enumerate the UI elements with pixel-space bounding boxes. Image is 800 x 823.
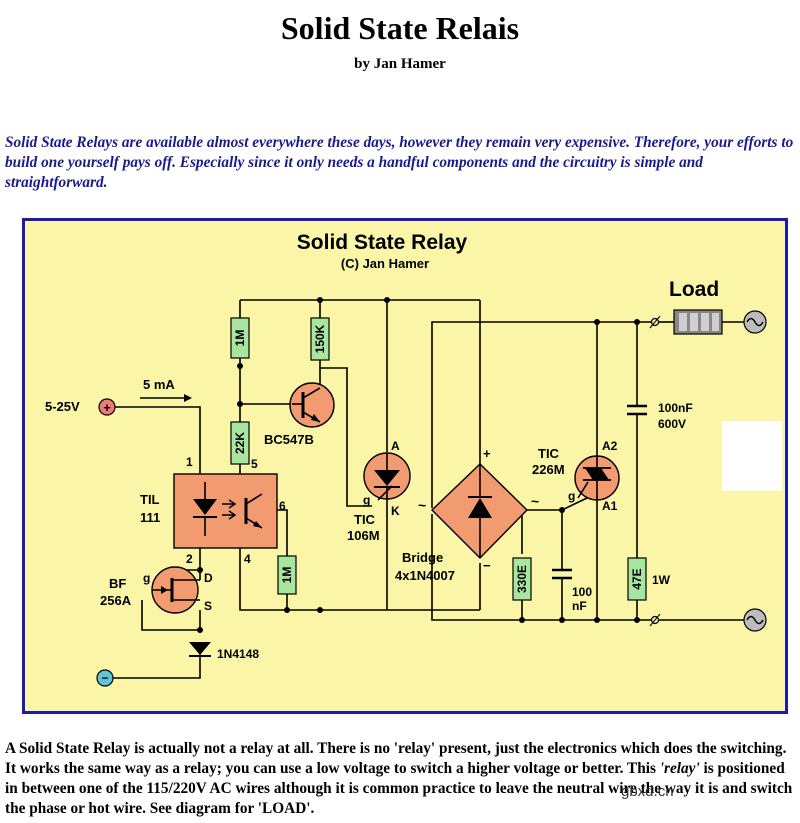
fet-number: 256A [100,593,132,608]
triac-tic226m [574,455,620,501]
circuit-diagram: Solid State Relay (C) Jan Hamer [22,218,788,714]
svg-text:+: + [103,400,111,415]
body-text-part-2: is positioned in between one of the 115/… [5,760,793,817]
diagram-title: Solid State Relay [297,231,468,254]
thyristor-name: TIC [354,512,376,527]
resistor-1m-top: 1M [230,317,250,359]
resistor-22k: 22K [230,421,250,465]
opto-name: TIL [140,492,160,507]
optocoupler-til111 [173,473,278,549]
current-arrow [140,394,192,402]
triac-number: 226M [532,462,565,477]
diode-1n4148 [189,642,211,657]
capacitor-100nf-small [552,568,572,580]
author-byline: by Jan Hamer [354,56,446,72]
body-paragraph: A Solid State Relay is actually not a re… [5,739,797,819]
diode-label: 1N4148 [217,647,259,661]
opto-number: 111 [140,510,160,525]
fet-drain: D [204,571,213,585]
triac-a2: A2 [602,439,618,453]
resistor-330e: 330E [512,557,532,601]
triac-gate: g [568,489,575,503]
thyristor-gate: g [363,493,370,507]
triac-name: TIC [538,446,560,461]
opto-pin-4: 4 [244,552,251,566]
bridge-ac-left: ~ [418,497,426,513]
thyristor-tic106m [363,452,411,501]
thyristor-number: 106M [347,528,380,543]
bridge-plus: + [483,446,491,461]
white-patch [722,421,782,491]
supply-voltage-label: 5-25V [45,399,80,414]
svg-text:22K: 22K [233,432,247,454]
opto-pin-2: 2 [186,552,193,566]
watermark: gbxd.cn [621,783,674,800]
cap-small-unit: nF [572,599,587,613]
bridge-name: Bridge [402,550,443,565]
bridge-type: 4x1N4007 [395,568,455,583]
wires [105,299,744,679]
load-element [673,309,723,335]
transistor-label: BC547B [264,432,314,447]
bridge-ac-right: ~ [531,493,539,509]
positive-terminal: + [98,398,116,416]
svg-text:150K: 150K [313,324,327,353]
svg-text:1M: 1M [233,330,247,347]
resistor-150k: 150K [310,317,330,361]
ac-source-bottom [743,608,767,632]
bridge-rectifier [430,463,528,559]
svg-text:47E: 47E [630,568,644,589]
negative-terminal: − [96,669,114,687]
fet-name: BF [109,576,126,591]
svg-text:1M: 1M [280,567,294,584]
capacitor-100nf-600v [627,404,647,416]
body-text-emphasis: 'relay' [659,760,700,777]
body-text-part-1: A Solid State Relay is actually not a re… [5,740,787,777]
fet-source: S [204,599,212,613]
svg-text:330E: 330E [515,565,529,593]
transistor-bc547b [289,382,335,428]
resistor-power: 1W [652,573,671,587]
output-terminal-top [649,315,661,329]
bridge-minus: − [483,558,491,573]
intro-paragraph: Solid State Relays are available almost … [5,134,794,191]
ac-source-top [743,310,767,334]
triac-a1: A1 [602,499,618,513]
load-label: Load [669,278,719,301]
opto-pin-6: 6 [279,499,286,513]
cap-small-value: 100 [572,585,592,599]
fet-bf256a [151,566,200,614]
opto-pin-1: 1 [186,455,193,469]
fet-gate: g [143,571,150,585]
page-title: Solid State Relais [280,10,520,46]
current-label: 5 mA [143,377,175,392]
cap-large-voltage: 600V [658,417,686,431]
thyristor-anode: A [391,439,400,453]
cap-large-value: 100nF [658,401,693,415]
output-terminal-bottom [649,613,661,627]
thyristor-cathode: K [391,504,400,518]
svg-text:−: − [101,671,108,685]
opto-pin-5: 5 [251,457,258,471]
diagram-copyright: (C) Jan Hamer [341,256,429,271]
resistor-1m-bottom: 1M [277,555,297,595]
resistor-47e: 47E [627,557,647,601]
